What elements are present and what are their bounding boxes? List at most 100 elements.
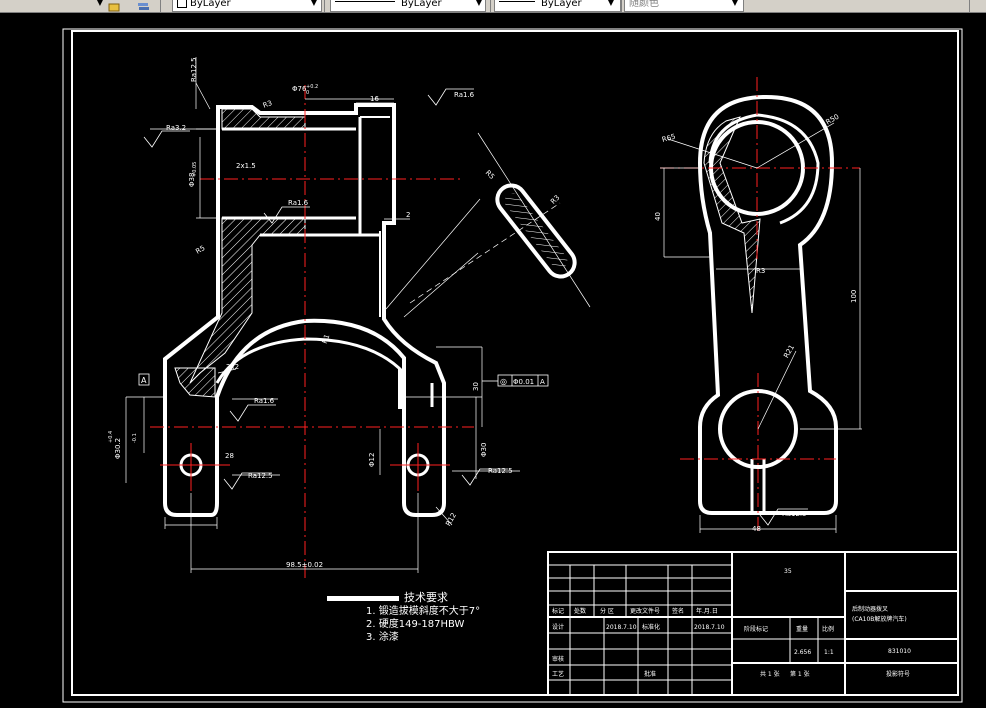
dim-tolerance: +0.4 (108, 431, 114, 443)
dim-tolerance: 0 (306, 90, 309, 96)
color-swatch-icon (177, 0, 187, 8)
dropdown-arrow-icon[interactable]: ▼ (310, 0, 318, 7)
tech-req-item: 3. 涂漆 (366, 630, 399, 643)
dim-label: R5 (194, 244, 206, 256)
title-cell: 更改文件号 (630, 607, 660, 615)
toolbar-separator (620, 0, 621, 12)
color-select[interactable]: ByLayer (172, 0, 322, 12)
title-cell: 审核 (552, 655, 564, 663)
dim-tolerance: -0.1 (132, 433, 138, 443)
arm-outline (697, 94, 838, 515)
dim-label: 40 (654, 212, 662, 221)
roughness-label: Ra12.5 (248, 472, 273, 480)
dim-label: Φ30.2 (114, 438, 122, 459)
dim-label: 48 (752, 525, 761, 533)
roughness-label: Ra12.5 (190, 57, 198, 82)
dropdown-arrow-icon[interactable]: ▼ (607, 0, 615, 7)
material-label: 35 (784, 568, 792, 575)
drawing-frame (71, 30, 959, 696)
layer-stack-icon[interactable] (137, 0, 149, 10)
title-cell: 批准 (644, 670, 656, 678)
drawing-canvas[interactable]: Ra12.5 Ra3.2 Ra1.6 Ra1.6 Ra1.6 Ra12.5 Ra… (0, 13, 986, 704)
dropdown-arrow-icon[interactable]: ▼ (475, 0, 483, 7)
title-cell: 签名 (672, 607, 684, 615)
dim-label: R12 (444, 512, 458, 528)
title-cell: 第 1 张 (790, 670, 810, 678)
tech-requirements: 技术要求 1. 锻造拔模斜度不大于7° 2. 硬度149-187HBW 3. 涂… (327, 591, 480, 643)
title-cell: 标准化 (642, 623, 660, 631)
title-cell: 2018.7.10 (694, 624, 725, 631)
linetype-select-value: ByLayer (401, 0, 442, 9)
title-cell: 比例 (822, 625, 834, 633)
dim-label: R65 (661, 133, 676, 144)
dim-label: 16 (370, 95, 379, 103)
dim-tolerance: +0.2 (306, 84, 318, 90)
drawing-number: 831010 (888, 648, 911, 655)
title-cell: 处数 (574, 607, 586, 615)
front-view: Ra12.5 Ra3.2 Ra1.6 Ra1.6 Ra1.6 Ra12.5 Ra… (108, 57, 808, 578)
plotstyle-select-value: 随颜色 (629, 0, 659, 9)
dim-label: R50 (825, 113, 841, 127)
dim-label: 2x2 (226, 363, 239, 371)
dim-label: R3 (756, 267, 765, 275)
properties-toolbar: ▼ ByLayer ▼ ByLayer ▼ ByLayer ▼ 随颜色 ▼ (0, 0, 986, 13)
part-name: 后制动器拨叉 (852, 605, 888, 613)
dim-label: R3 (262, 99, 274, 110)
dim-label: Φ30 (480, 443, 488, 457)
weight-value: 2.656 (794, 649, 811, 656)
title-block (547, 551, 959, 696)
title-cell: 投影符号 (886, 670, 910, 678)
tolerance-value: Φ0.01 (513, 378, 534, 386)
outer-sheet-border (62, 28, 963, 703)
title-cell: 共 1 张 (760, 670, 780, 678)
line-preview-icon (335, 1, 395, 2)
rotated-section (495, 183, 577, 279)
tech-req-item: 2. 硬度149-187HBW (366, 617, 465, 630)
dim-label: R3 (549, 194, 561, 206)
tech-req-title: 技术要求 (404, 591, 448, 604)
line-preview-icon (499, 1, 535, 2)
title-cell: 标记 (552, 607, 564, 615)
roughness-label: Ra3.2 (166, 124, 186, 132)
toolbar-separator (160, 0, 161, 12)
roughness-label: Ra1.6 (254, 397, 275, 405)
roughness-label: Ra1.6 (288, 199, 309, 207)
cad-drawing: Ra12.5 Ra3.2 Ra1.6 Ra1.6 Ra1.6 Ra12.5 Ra… (62, 28, 963, 703)
toolbar-separator (324, 0, 325, 12)
dim-label: R1 (321, 333, 332, 345)
dropdown-arrow-icon[interactable]: ▼ (96, 0, 104, 7)
title-cell: 重量 (796, 625, 808, 633)
dim-label: 98.5±0.02 (286, 561, 323, 569)
scrollbar-corner[interactable] (969, 0, 986, 12)
datum-box (138, 373, 150, 386)
layer-state-icon[interactable] (108, 0, 120, 12)
side-view: R65 R50 40 100 R21 R3 48 Ra12.5 (654, 77, 862, 533)
tolerance-frame: ◎ Φ0.01 A (482, 374, 549, 387)
title-cell: 2018.7.10 (606, 624, 637, 631)
dim-label: Φ12 (368, 453, 376, 467)
dim-label: 28 (225, 452, 234, 460)
dim-label: R21 (782, 344, 796, 360)
dim-label: 2x1.5 (236, 162, 256, 170)
linetype-select[interactable]: ByLayer (330, 0, 486, 12)
title-cell: 工艺 (552, 670, 564, 678)
plotstyle-select[interactable]: 随颜色 (624, 0, 744, 12)
lineweight-select[interactable]: ByLayer (494, 0, 622, 12)
tolerance-datum: A (540, 378, 545, 386)
dropdown-arrow-icon[interactable]: ▼ (731, 0, 739, 7)
title-cell: 阶段标记 (744, 625, 768, 633)
hatch-lower-left (174, 367, 216, 398)
title-cell: 分 区 (600, 607, 614, 615)
dim-label: R5 (484, 169, 496, 181)
dim-label: 100 (850, 290, 858, 303)
part-outline (163, 103, 446, 517)
dim-label: 2 (406, 211, 410, 219)
roughness-label: Ra1.6 (454, 91, 475, 99)
part-subtitle: (CA10B解放牌汽车) (852, 615, 907, 623)
hatch-web (189, 217, 306, 384)
tech-req-item: 1. 锻造拔模斜度不大于7° (366, 604, 480, 617)
roughness-label: Ra12.5 (488, 467, 513, 475)
title-cell: 年.月.日 (696, 607, 718, 615)
color-select-value: ByLayer (190, 0, 231, 9)
dim-label: Φ38 (188, 173, 196, 187)
